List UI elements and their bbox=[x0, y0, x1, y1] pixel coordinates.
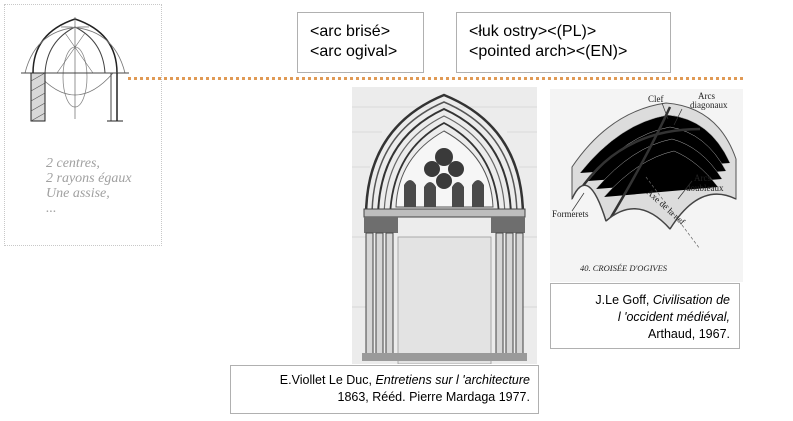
viollet-le-duc-caption: E.Viollet Le Duc, Entretiens sur l 'arch… bbox=[230, 365, 539, 414]
pointed-arch-doorway-engraving bbox=[352, 87, 537, 365]
caption-title: Entretiens sur l 'architecture bbox=[375, 373, 530, 387]
doorway-drawing bbox=[352, 87, 537, 365]
rib-vault-drawing: Clef Arcs diagonaux Arcs doubleaux Forme… bbox=[552, 91, 737, 273]
term-polish: <łuk ostry><(PL)> bbox=[469, 23, 597, 40]
translated-terms-box: <łuk ostry><(PL)> <pointed arch><(EN)> bbox=[456, 12, 671, 73]
term-arc-ogival: <arc ogival> bbox=[310, 43, 398, 60]
label-arcs-doubleaux-2: doubleaux bbox=[686, 183, 724, 193]
pointed-arch-diagram-box bbox=[4, 4, 162, 246]
term-arc-brise: <arc brisé> bbox=[310, 23, 391, 40]
caption-edition: 1863, Rééd. Pierre Mardaga 1977. bbox=[337, 390, 531, 404]
label-arcs-diagonaux-2: diagonaux bbox=[690, 100, 728, 110]
label-formerets: Formerets bbox=[552, 209, 589, 219]
caption-author: J.Le Goff, bbox=[595, 293, 653, 307]
note-line: 2 rayons égaux bbox=[46, 171, 132, 186]
caption-title-cont: l 'occident médiéval, bbox=[617, 310, 730, 324]
note-line: ... bbox=[46, 201, 57, 216]
caption-author: E.Viollet Le Duc, bbox=[279, 373, 376, 387]
french-terms-box: <arc brisé> <arc ogival> bbox=[297, 12, 424, 73]
dotted-divider bbox=[128, 77, 743, 80]
label-arcs-doubleaux: Arcs bbox=[694, 173, 711, 183]
rib-vault-engraving: Clef Arcs diagonaux Arcs doubleaux Forme… bbox=[550, 89, 743, 282]
le-goff-caption: J.Le Goff, Civilisation de l 'occident m… bbox=[550, 283, 740, 349]
pointed-arch-construction-diagram bbox=[21, 17, 129, 122]
plate-caption: 40. CROISÉE D'OGIVES bbox=[580, 263, 668, 273]
diagram-notes: 2 centres, 2 rayons égaux Une assise, ..… bbox=[46, 156, 158, 216]
label-clef: Clef bbox=[648, 94, 664, 104]
note-line: 2 centres, bbox=[46, 156, 100, 171]
caption-title: Civilisation de bbox=[652, 293, 730, 307]
caption-publisher: Arthaud, 1967. bbox=[647, 327, 730, 341]
term-english: <pointed arch><(EN)> bbox=[469, 43, 628, 60]
note-line: Une assise, bbox=[46, 186, 110, 201]
label-arcs-diagonaux: Arcs bbox=[698, 91, 715, 101]
